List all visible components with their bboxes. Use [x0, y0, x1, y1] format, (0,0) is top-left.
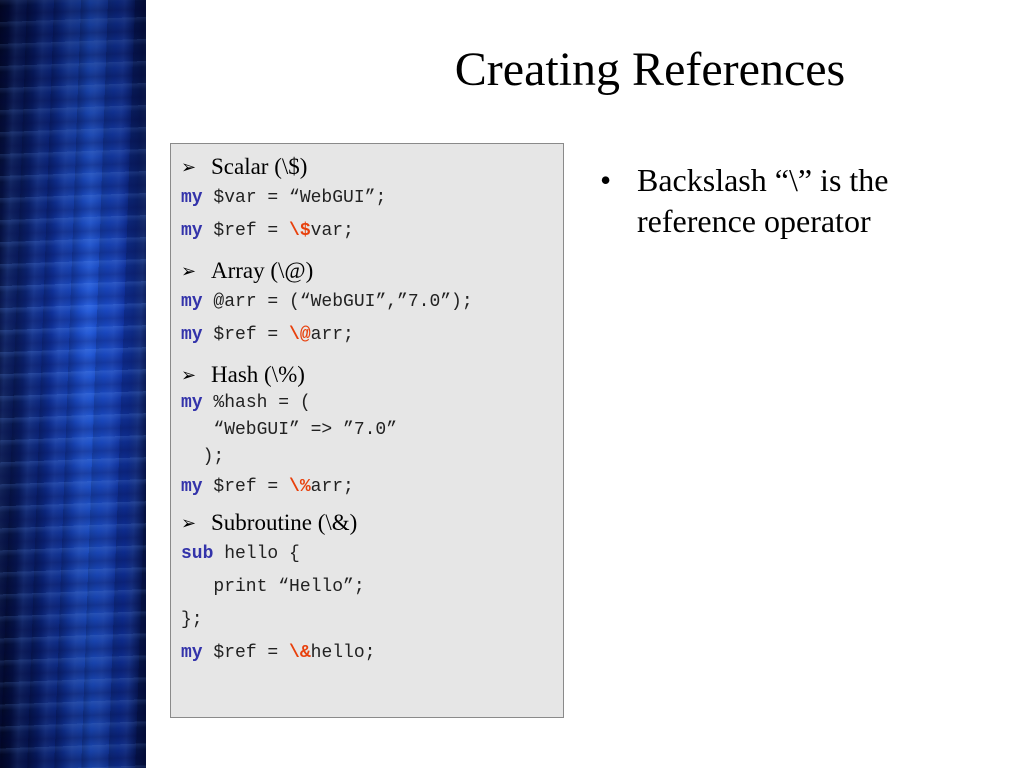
- code-text: print “Hello”;: [181, 577, 365, 597]
- code-operator: \%: [289, 477, 311, 497]
- arrow-bullet-icon: ➢: [181, 157, 197, 177]
- decorative-blue-band: [0, 0, 146, 768]
- code-text: arr;: [310, 325, 354, 345]
- section-heading-scalar: ➢ Scalar (\$): [181, 152, 563, 182]
- code-line: my $ref = \$var;: [181, 215, 563, 248]
- bullet-dot-icon: •: [600, 162, 612, 198]
- code-line: my $ref = \@arr;: [181, 319, 563, 352]
- section-heading-label: Array (\@): [211, 258, 314, 283]
- code-text: hello;: [310, 643, 376, 663]
- code-text: arr;: [310, 477, 354, 497]
- bullet-point: • Backslash “\” is the reference operato…: [600, 160, 1000, 242]
- code-keyword: my: [181, 221, 203, 241]
- section-heading-label: Scalar (\$): [211, 154, 308, 179]
- code-line: my $ref = \&hello;: [181, 637, 563, 670]
- slide-title: Creating References: [454, 43, 846, 96]
- code-keyword: my: [181, 477, 203, 497]
- code-operator: \@: [289, 325, 311, 345]
- code-example-box: ➢ Scalar (\$) my $var = “WebGUI”; my $re…: [170, 143, 564, 718]
- code-line: );: [181, 444, 563, 471]
- code-text: @arr = (“WebGUI”,”7.0”);: [202, 292, 473, 312]
- code-text: var;: [310, 221, 354, 241]
- section-heading-label: Hash (\%): [211, 362, 305, 387]
- spacer: [181, 248, 563, 256]
- code-keyword: my: [181, 393, 203, 413]
- code-keyword: my: [181, 188, 203, 208]
- code-line: my $ref = \%arr;: [181, 471, 563, 504]
- code-keyword: my: [181, 292, 203, 312]
- bullet-text: Backslash “\” is the reference operator: [637, 162, 889, 239]
- code-text: };: [181, 610, 203, 630]
- code-text: %hash = (: [202, 393, 311, 413]
- code-text: “WebGUI” => ”7.0”: [181, 420, 398, 440]
- code-line: “WebGUI” => ”7.0”: [181, 417, 563, 444]
- arrow-bullet-icon: ➢: [181, 365, 197, 385]
- code-text: $ref =: [202, 325, 290, 345]
- code-text: );: [181, 447, 225, 467]
- spacer: [181, 352, 563, 360]
- section-heading-array: ➢ Array (\@): [181, 256, 563, 286]
- code-line: };: [181, 604, 563, 637]
- code-line: print “Hello”;: [181, 571, 563, 604]
- section-heading-subroutine: ➢ Subroutine (\&): [181, 508, 563, 538]
- code-operator: \$: [289, 221, 311, 241]
- code-text: $var = “WebGUI”;: [202, 188, 387, 208]
- section-heading-hash: ➢ Hash (\%): [181, 360, 563, 390]
- code-keyword: sub: [181, 544, 214, 564]
- code-line: my %hash = (: [181, 390, 563, 417]
- code-operator: \&: [289, 643, 311, 663]
- code-text: $ref =: [202, 221, 290, 241]
- code-text: hello {: [213, 544, 300, 564]
- arrow-bullet-icon: ➢: [181, 513, 197, 533]
- code-keyword: my: [181, 325, 203, 345]
- code-line: sub hello {: [181, 538, 563, 571]
- arrow-bullet-icon: ➢: [181, 261, 197, 281]
- code-keyword: my: [181, 643, 203, 663]
- code-line: my $var = “WebGUI”;: [181, 182, 563, 215]
- section-heading-label: Subroutine (\&): [211, 510, 358, 535]
- code-line: my @arr = (“WebGUI”,”7.0”);: [181, 286, 563, 319]
- code-text: $ref =: [202, 477, 290, 497]
- code-text: $ref =: [202, 643, 290, 663]
